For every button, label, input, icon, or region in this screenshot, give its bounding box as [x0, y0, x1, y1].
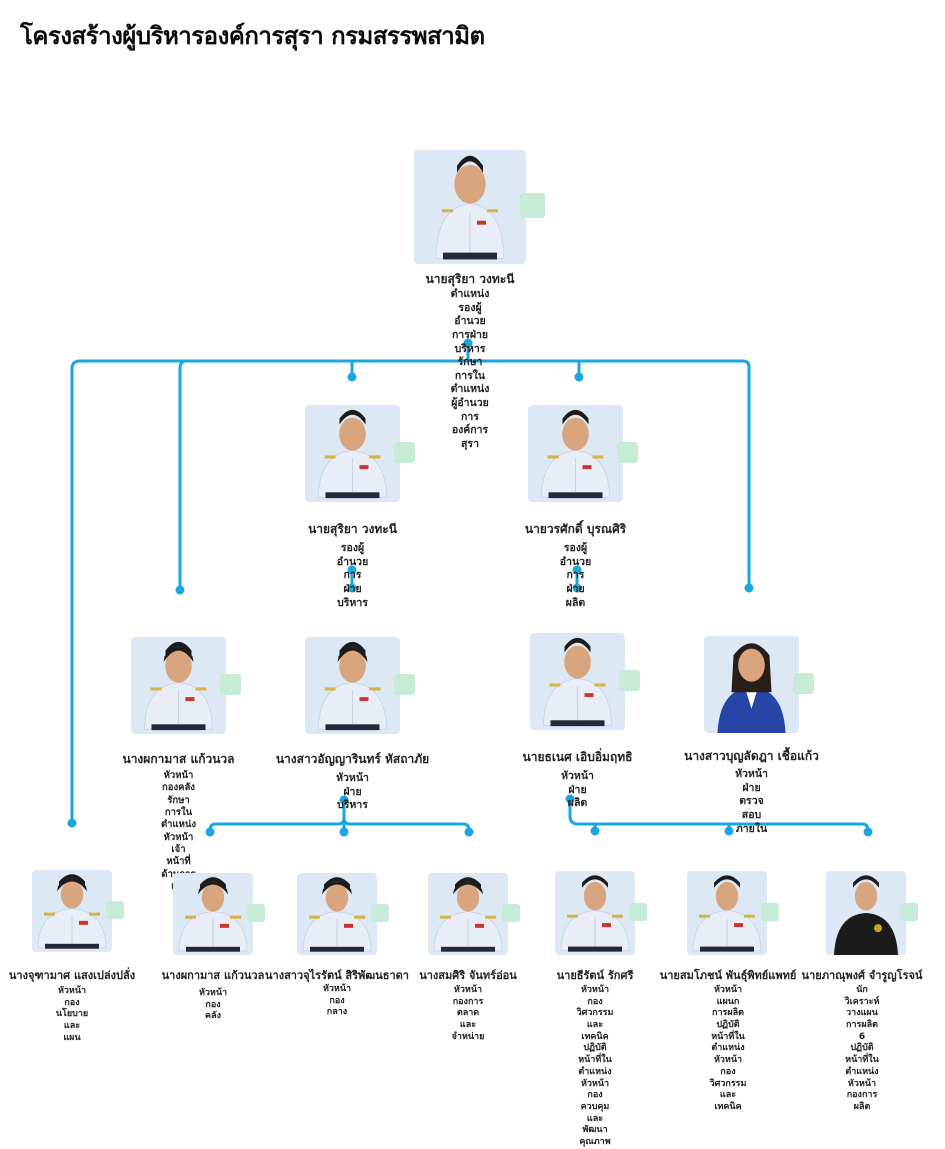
person-name: นางจุฑามาศ แสงเปล่งปลั่ง [8, 969, 136, 982]
photo-tag [761, 902, 779, 921]
connector-dot [347, 372, 357, 382]
connector-dot [339, 827, 349, 837]
person-name: นายภาณุพงศ์ จำรูญโรจน์ [801, 969, 923, 982]
org-chart-connectors [67, 338, 873, 837]
person-name: นายสุริยา วงทะนี [425, 272, 515, 286]
person-name: นายธีรัตน์ รักศรี [556, 969, 634, 982]
photo-tag [247, 904, 265, 923]
person-role: ตำแหน่งรองผู้อำนวยการฝ่ายบริหาร รักษาการ… [450, 288, 490, 451]
connector-dot [463, 338, 473, 348]
connector-p6-bus [568, 797, 870, 832]
connector-dot [67, 818, 77, 828]
person-photo [32, 870, 112, 952]
connector-dot [572, 565, 582, 575]
person-role: หัวหน้าแผนกการผลิต ปฏิบัติหน้าที่ในตำแหน… [709, 985, 747, 1112]
person-role: นักวิเคราะห์วางแผนการผลิต 6 ปฏิบัติหน้าท… [844, 985, 880, 1112]
connector-dot [574, 372, 584, 382]
person-name: นางสาวจุไรรัตน์ สิริพัฒนธาดา [265, 969, 409, 982]
connector-dot [464, 827, 474, 837]
person-photo [173, 873, 253, 955]
person-role: รองผู้อำนวยการฝ่ายผลิต [559, 542, 592, 609]
connector-dot [205, 827, 215, 837]
photo-tag [220, 673, 241, 695]
person-role: หัวหน้ากองวิศวกรรมและเทคนิค ปฏิบัติหน้าท… [576, 985, 614, 1147]
person-photo [826, 871, 906, 955]
person-name: นายธเนศ เอิบอิ่มฤทธิ [522, 750, 633, 764]
person-name: นางผกามาส แก้วนวล [122, 752, 235, 766]
connector-dot [724, 826, 734, 836]
person-name: นางผกามาส แก้วนวล [161, 969, 265, 982]
connector-top-bus [78, 359, 751, 589]
photo-tag [900, 902, 918, 921]
connector-dot [863, 827, 873, 837]
person-name: นางสาวอัญญารินทร์ หัสถาภัย [275, 752, 430, 766]
person-photo [414, 150, 526, 264]
connector-dot [175, 585, 185, 595]
person-photo [305, 405, 400, 502]
connector-dot [347, 565, 357, 575]
connector-left-inner [178, 359, 188, 591]
person-role: หัวหน้าฝ่ายบริหาร [336, 772, 369, 812]
connector-dot [565, 794, 575, 804]
person-photo [131, 637, 226, 734]
person-name: นางสมศิริ จันทร์อ่อน [419, 969, 517, 982]
person-role: หัวหน้ากองนโยบายและแผน [55, 986, 89, 1043]
person-role: หัวหน้าฝ่ายผลิต [561, 770, 594, 810]
person-role: หัวหน้ากองกลาง [322, 984, 352, 1018]
photo-tag [394, 441, 415, 463]
connector-dot [347, 583, 357, 593]
connector-left-outer [70, 359, 82, 824]
photo-tag [394, 673, 415, 695]
photo-tag [619, 669, 640, 691]
person-photo [428, 873, 508, 955]
person-role: หัวหน้ากองการตลาด และจำหน่าย [451, 985, 485, 1042]
person-role: รองผู้อำนวยการฝ่ายบริหาร [336, 542, 369, 609]
connector-dot [590, 826, 600, 836]
person-role: หัวหน้าฝ่ายตรวจสอบภายใน [735, 768, 768, 835]
photo-tag [520, 193, 545, 219]
person-name: นายวรศักดิ์ บุรณศิริ [524, 522, 627, 536]
connector-dot [572, 583, 582, 593]
person-photo [687, 871, 767, 955]
photo-tag [793, 672, 814, 694]
photo-tag [371, 904, 389, 923]
person-photo [305, 637, 400, 734]
connector-p5-left [208, 798, 346, 832]
photo-tag [617, 441, 638, 463]
photo-tag [502, 904, 520, 923]
connector-p5-right [342, 816, 471, 832]
person-role: หัวหน้ากองคลัง [198, 988, 228, 1022]
person-photo [555, 871, 635, 955]
person-photo [528, 405, 623, 502]
person-name: นายสุริยา วงทะนี [308, 522, 397, 536]
person-photo [704, 636, 799, 733]
person-photo [297, 873, 377, 955]
page-title: โครงสร้างผู้บริหารองค์การสุรา กรมสรรพสาม… [20, 22, 485, 50]
photo-tag [629, 902, 647, 921]
connector-dot [339, 795, 349, 805]
person-name: นายสมโภชน์ พันธุ์พิทย์แพทย์ [659, 969, 797, 982]
photo-tag [106, 901, 124, 920]
connector-dot [744, 583, 754, 593]
person-name: นางสาวบุญลัดฎา เชื้อแก้ว [684, 749, 819, 763]
person-photo [530, 633, 625, 730]
